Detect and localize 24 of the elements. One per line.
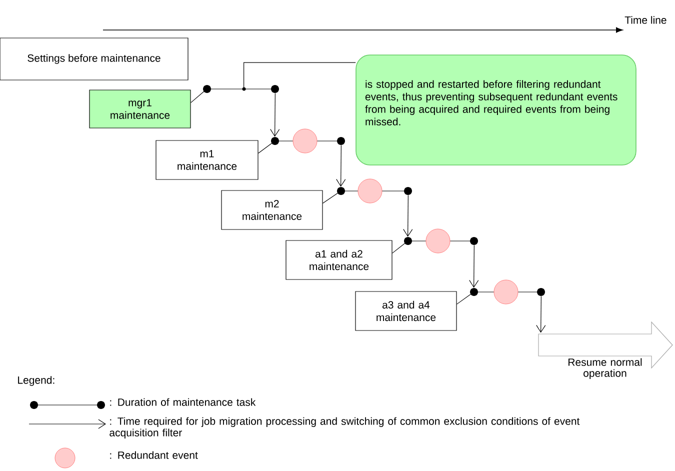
leader-line — [190, 88, 208, 103]
node-label: operation — [584, 369, 626, 379]
legend-text: : Duration of maintenance task — [110, 398, 256, 406]
callout-box: mgr1 maintenance — [89, 90, 191, 128]
legend-title: Legend: — [18, 376, 54, 386]
arrow — [270, 92, 280, 137]
leader-line — [244, 62, 356, 90]
arrow — [469, 244, 479, 288]
callout-box: m2 maintenance — [221, 190, 323, 230]
callout-box: m1 maintenance — [156, 140, 258, 180]
arrow — [403, 194, 413, 237]
callout-box: a3 and a4 maintenance — [355, 291, 457, 331]
duration-bar — [404, 237, 478, 245]
duration-bar — [470, 288, 545, 296]
legend-text: : Redundant event — [110, 451, 198, 459]
callout-box: a1 and a2 maintenance — [286, 240, 392, 280]
arrow — [336, 144, 346, 187]
arrow — [536, 296, 546, 333]
duration-bar — [271, 137, 345, 145]
duration-bar — [203, 85, 279, 93]
note-box: is stopped and restarted before filtering redundant events, thus preventing subsequent redundant events from being acquired and required events from being missed. — [356, 54, 636, 166]
legend-text: : Time required for job migration processing and switching of common exclusion conditions of event acquisition filter — [110, 417, 580, 438]
axis-label: Time line — [624, 16, 666, 24]
text-box: Settings before maintenance — [0, 38, 188, 80]
